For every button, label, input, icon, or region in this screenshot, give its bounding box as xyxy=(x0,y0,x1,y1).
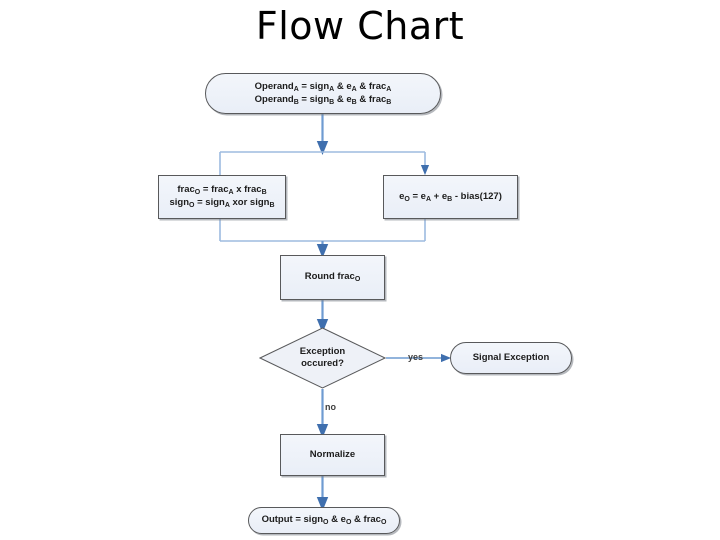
node-output-label: Output = signO & eO & fracO xyxy=(261,514,387,526)
node-normalize-label: Normalize xyxy=(309,449,356,460)
node-output: Output = signO & eO & fracO xyxy=(248,507,400,534)
node-normalize: Normalize xyxy=(280,434,385,476)
node-round-label: Round fracO xyxy=(304,271,361,283)
node-round: Round fracO xyxy=(280,255,385,300)
edge-label-yes: yes xyxy=(408,352,424,362)
connector-merge-to-round xyxy=(219,218,426,259)
edge-label-no: no xyxy=(325,402,336,412)
node-signal-exception: Signal Exception xyxy=(450,342,572,374)
diamond-shape xyxy=(258,327,387,389)
node-exponent: eO = eA + eB - bias(127) xyxy=(383,175,518,219)
node-exception-decision: Exception occured? xyxy=(258,327,387,389)
node-exponent-label: eO = eA + eB - bias(127) xyxy=(399,190,502,203)
page-title: Flow Chart xyxy=(255,4,465,48)
connector-operands-to-split xyxy=(219,114,430,176)
node-signal-exception-label: Signal Exception xyxy=(472,352,550,363)
